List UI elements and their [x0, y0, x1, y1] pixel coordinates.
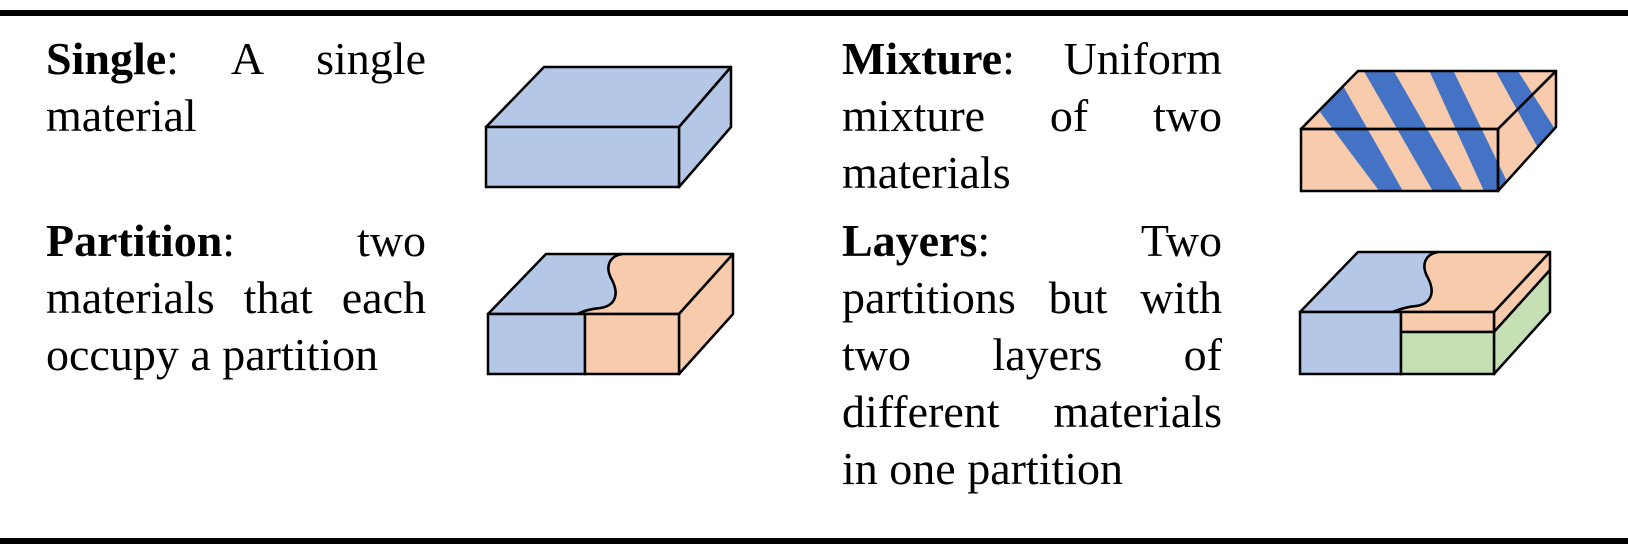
partition-front-blue: [486, 312, 587, 376]
layers-description: Layers: Two partitions but with two laye…: [842, 212, 1222, 497]
mixture-stripes: [1320, 71, 1556, 191]
layers-top-blue-shape: [1298, 250, 1440, 314]
mixture-stripe-2: [1362, 71, 1468, 191]
mixture-description: Mixture: Uniform mixture of two material…: [842, 30, 1222, 201]
mixture-side-face: [1498, 71, 1556, 191]
layers-front-lower-green: [1399, 330, 1496, 376]
mixture-term: Mixture: [842, 33, 1003, 84]
mixture-material-block: [1299, 69, 1558, 193]
layers-front-blue: [1298, 310, 1403, 376]
partition-text: : two materials that each occupy a parti…: [46, 215, 426, 380]
partition-top-blue-shape: [486, 252, 624, 316]
top-rule: [0, 10, 1628, 16]
partition-material-block: [486, 252, 735, 376]
mixture-stripe-4: [1494, 71, 1556, 159]
layers-term: Layers: [842, 215, 978, 266]
mixture-top-face: [1301, 71, 1556, 129]
partition-description: Partition: two materials that each occup…: [46, 212, 426, 383]
single-text: : A single material: [46, 33, 426, 141]
mixture-front-outline: [1299, 127, 1500, 193]
layers-material-block: [1298, 250, 1552, 376]
single-material-block: [484, 65, 733, 189]
bottom-rule: [0, 538, 1628, 544]
single-term: Single: [46, 33, 167, 84]
mixture-text: : Uniform mixture of two materials: [842, 33, 1222, 198]
mixture-stripe-1: [1320, 84, 1408, 191]
partition-term: Partition: [46, 215, 223, 266]
layers-front-upper-orange: [1399, 310, 1496, 334]
partition-front-orange: [583, 312, 681, 376]
single-front-face: [484, 125, 681, 189]
single-description: Single: A single material: [46, 30, 426, 144]
mixture-stripe-3: [1428, 71, 1516, 191]
layers-text: : Two partitions but with two layers of …: [842, 215, 1222, 494]
